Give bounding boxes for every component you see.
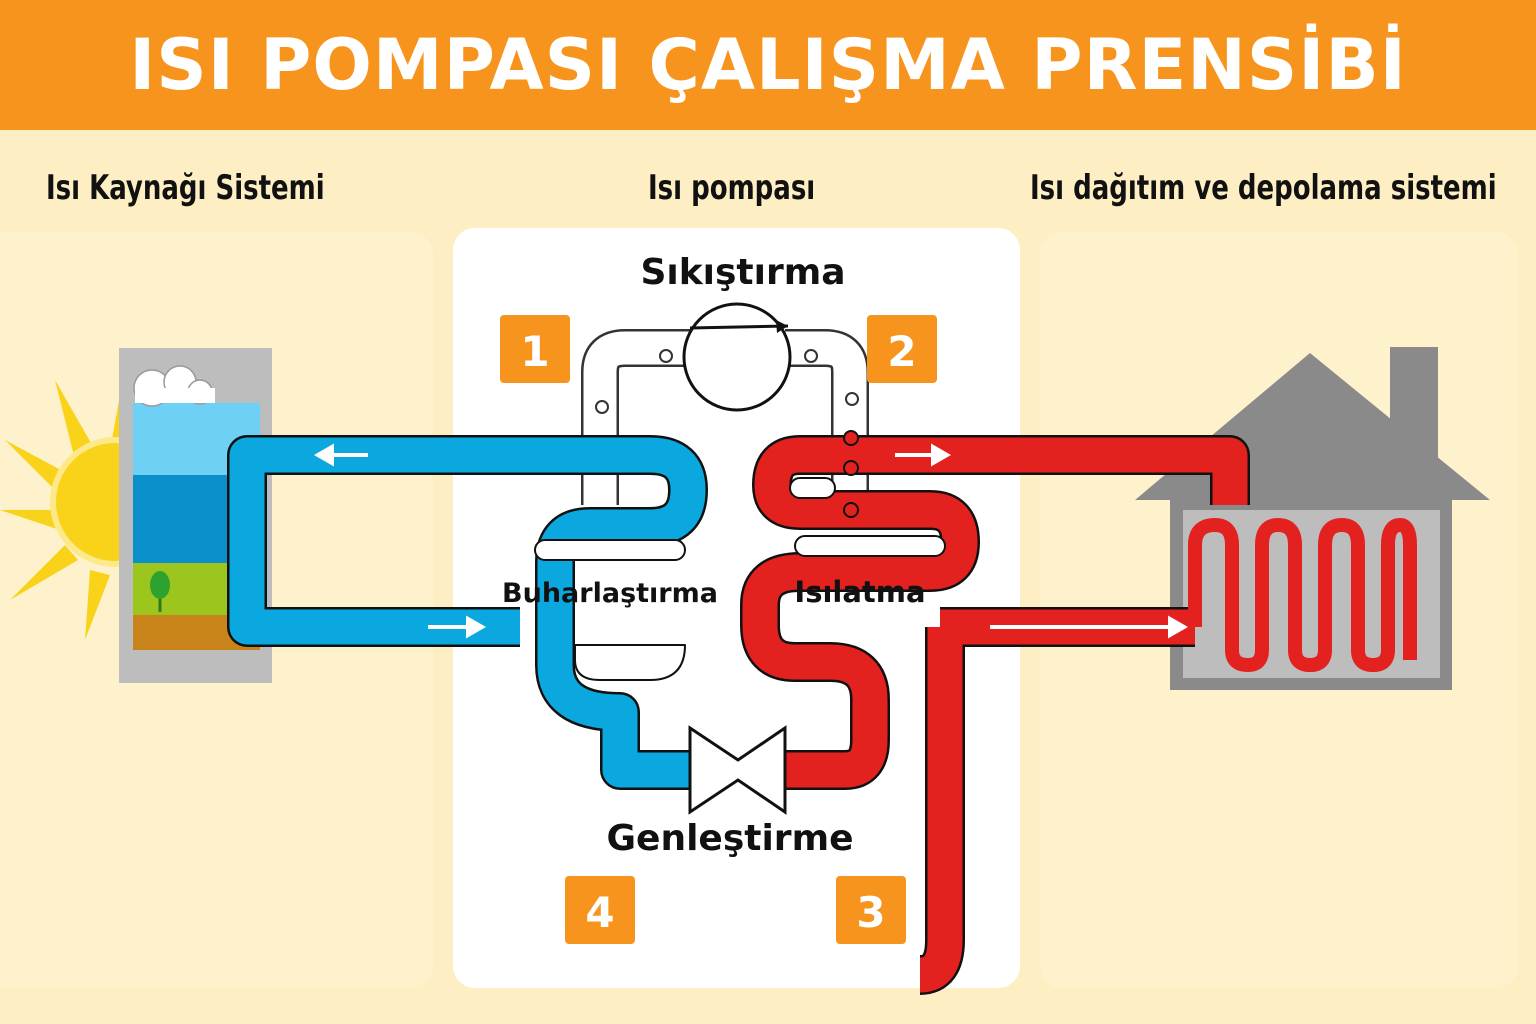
flow-arrows — [313, 443, 1189, 639]
stage-compression-label: Sıkıştırma — [640, 252, 845, 293]
section-title-source: Isı Kaynağı Sistemi — [46, 168, 325, 208]
section-title-distribution: Isı dağıtım ve depolama sistemi — [1030, 168, 1497, 208]
svg-text:2: 2 — [887, 327, 916, 376]
cold-refrigerant-pipe — [227, 435, 708, 790]
header-bar: ISI POMPASI ÇALIŞMA PRENSİBİ — [0, 0, 1536, 130]
badge-1: 1 — [500, 315, 570, 383]
hot-refrigerant-pipe — [740, 430, 1250, 995]
page-title: ISI POMPASI ÇALIŞMA PRENSİBİ — [129, 24, 1407, 106]
expansion-valve-icon — [688, 725, 787, 815]
badge-4: 4 — [565, 876, 635, 944]
svg-text:1: 1 — [520, 327, 549, 376]
compressor-pipes — [581, 329, 869, 526]
stage-expansion-label: Genleştirme — [606, 818, 853, 859]
radiator-coil — [1188, 517, 1417, 673]
stage-evaporation-label: Buharlaştırma — [502, 578, 718, 609]
stage-condensation-label: Isılatma — [794, 575, 925, 609]
badge-2: 2 — [867, 315, 937, 383]
svg-text:3: 3 — [856, 888, 885, 937]
svg-text:4: 4 — [585, 888, 614, 937]
compressor-icon — [682, 302, 792, 412]
section-title-pump: Isı pompası — [648, 168, 816, 208]
badge-3: 3 — [836, 876, 906, 944]
